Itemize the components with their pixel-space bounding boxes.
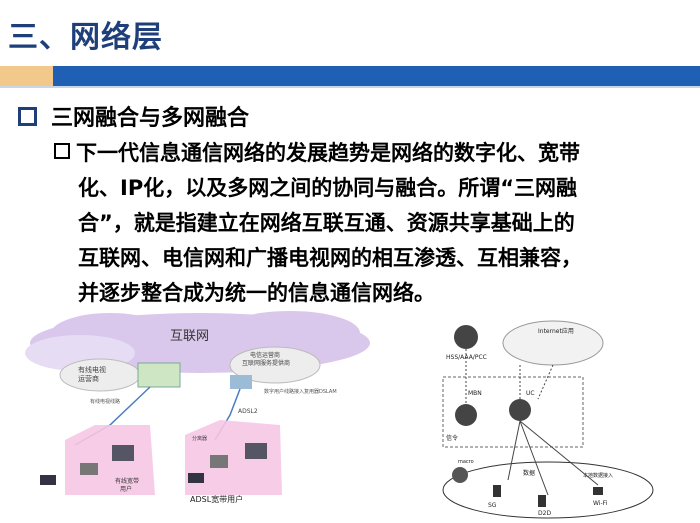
title-bar-main — [53, 66, 700, 86]
tv-icon — [245, 443, 267, 459]
core-network-box — [442, 376, 584, 448]
adsl-home-icon — [185, 420, 282, 495]
title-bar — [0, 66, 700, 88]
data-label: 数据 — [523, 469, 535, 477]
title-bar-underline — [0, 86, 700, 88]
mbn-router-icon — [455, 404, 477, 426]
triple-play-network-figure: 互联网 有线电视运营商 电信运营商互联网服务提供商 数字用户线路接入复用器DSL… — [25, 311, 370, 504]
tv-icon — [112, 445, 134, 461]
macro-label: macro — [458, 459, 474, 465]
cable-user-label: 有线宽带用户 — [115, 477, 139, 493]
adsl2-label: ADSL2 — [238, 408, 258, 415]
wifi-label: Wi-Fi — [593, 500, 608, 507]
data-links — [507, 420, 599, 496]
computer-icon — [80, 463, 98, 475]
title-bar-accent — [0, 66, 53, 86]
subtitle: 三网融合与多网融合 — [18, 100, 249, 132]
d2d-label: D2D — [538, 510, 551, 517]
computer-icon — [210, 455, 228, 468]
cable-home-icon — [65, 425, 155, 495]
paragraph-line: 互联网、电信网和广播电视网的相互渗透、互相兼容， — [78, 246, 582, 270]
telecom-operator-label: 电信运营商互联网服务提供商 — [242, 351, 290, 367]
signal-links — [465, 349, 554, 404]
phone-icon — [538, 495, 546, 507]
paragraph-line: 并逐步整合成为统一的信息通信网络。 — [78, 281, 435, 305]
uc-label: UC — [526, 390, 535, 397]
small-bullet-icon — [54, 143, 70, 159]
paragraph-line: 化、IP化，以及多网之间的协同与融合。所谓“三网融 — [78, 176, 578, 200]
dslam-icon — [230, 375, 252, 389]
local-access-label: 本地数据接入 — [583, 472, 613, 479]
paragraph-line: 合”，就是指建立在网络互联互通、资源共享基础上的 — [78, 211, 575, 235]
headend-building-icon — [137, 362, 181, 388]
multi-network-diagram: HSS/AAA/PCC Internet应用 MBN UC 信令 macro 数… — [442, 320, 654, 519]
cable-note: 有线电视线路 — [90, 398, 120, 405]
cable-operator-label: 有线电视运营商 — [78, 365, 106, 383]
hss-router-icon — [454, 325, 478, 349]
sg-label: SG — [488, 502, 497, 509]
cloud-label: 互联网 — [170, 329, 209, 344]
cable-operator-cloud — [59, 358, 141, 392]
wifi-ap-icon — [593, 487, 603, 495]
phone-icon — [40, 475, 56, 485]
splitter-label: 分离器 — [192, 435, 207, 442]
slide-title: 三、网络层 — [8, 20, 163, 55]
uc-router-icon — [509, 399, 531, 421]
bullet-square-icon — [18, 107, 37, 126]
radio-area-ellipse — [442, 461, 654, 519]
paragraph-line: 下一代信息通信网络的发展趋势是网络的数字化、宽带 — [54, 136, 654, 171]
dslam-note: 数字用户线路接入复用器DSLAM — [264, 388, 337, 395]
phone-icon — [188, 473, 204, 483]
telecom-operator-cloud — [229, 346, 321, 384]
phone-icon — [493, 485, 501, 497]
internet-label: Internet应用 — [538, 327, 574, 335]
subtitle-text: 三网融合与多网融合 — [51, 106, 250, 131]
adsl-user-label: ADSL宽带用户 — [190, 494, 243, 504]
paragraph: 下一代信息通信网络的发展趋势是网络的数字化、宽带 化、IP化，以及多网之间的协同… — [54, 136, 654, 311]
signal-label: 信令 — [446, 434, 458, 442]
macro-cell-icon — [452, 467, 468, 483]
mbn-label: MBN — [468, 390, 482, 397]
